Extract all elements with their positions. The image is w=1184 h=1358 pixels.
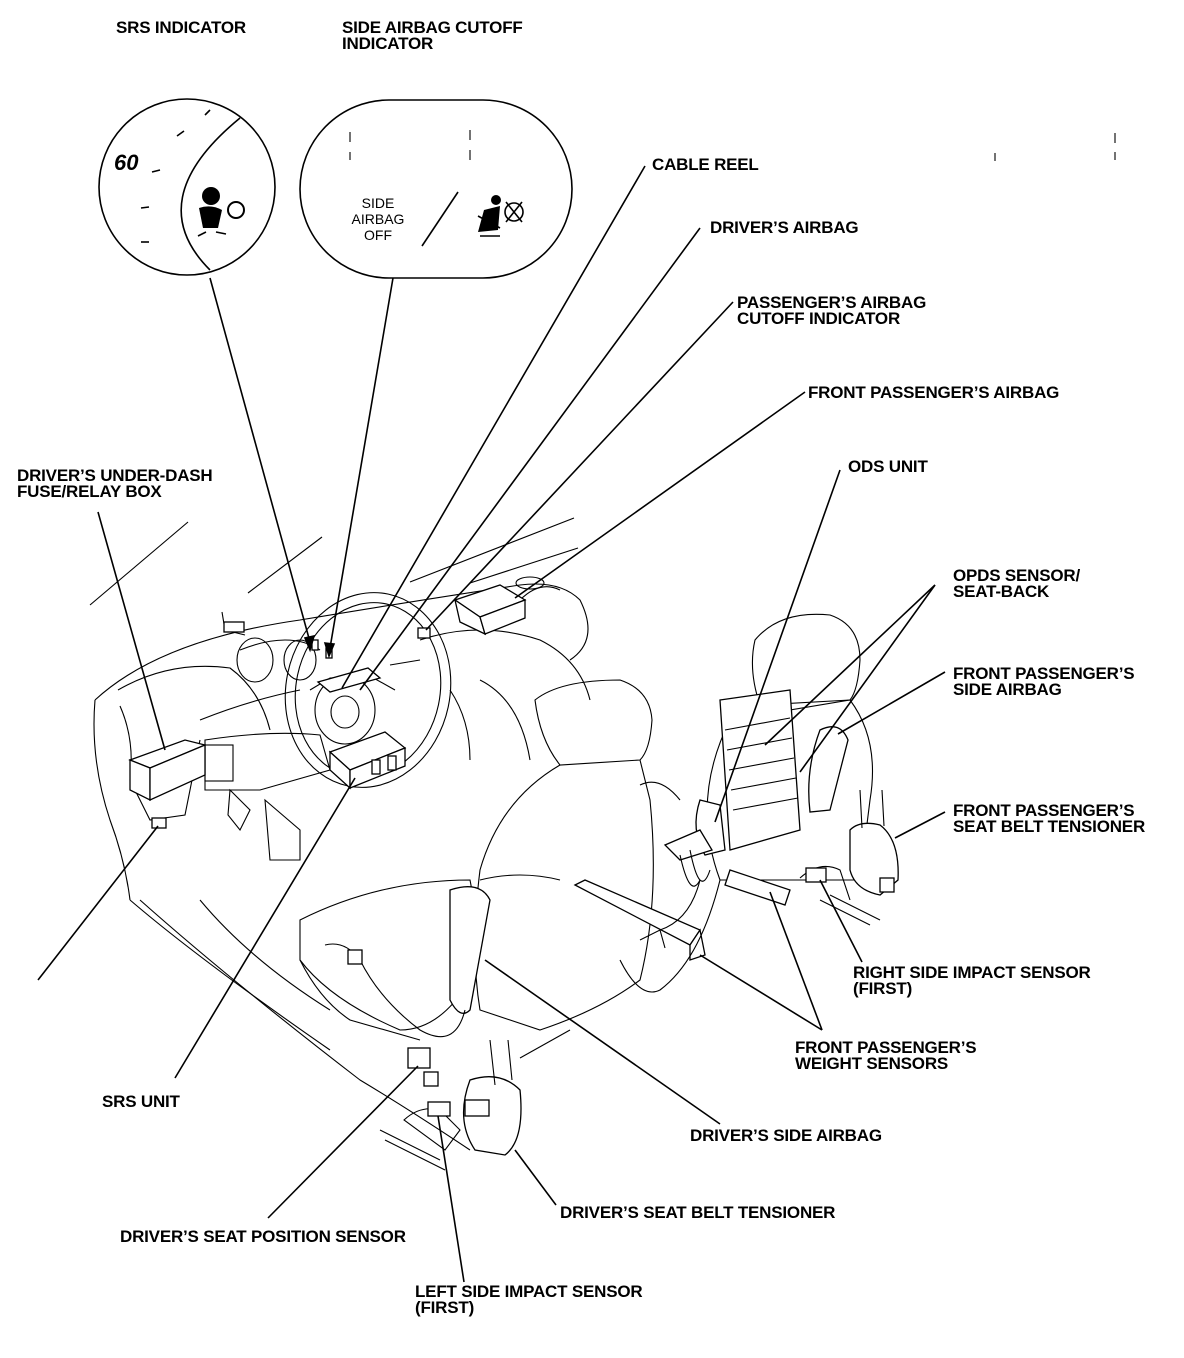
left-side-impact-sensor-label: LEFT SIDE IMPACT SENSOR (FIRST) [415,1282,643,1317]
srs-indicator-label: SRS INDICATOR [116,18,246,37]
right-side-impact-sensor-label: RIGHT SIDE IMPACT SENSOR (FIRST) [853,963,1091,998]
opds-sensor-label: OPDS SENSOR/ SEAT-BACK [953,566,1081,601]
front-passengers-weight-sensors-label: FRONT PASSENGER’S WEIGHT SENSORS [795,1038,977,1073]
drivers-seat-belt-tensioner-label: DRIVER’S SEAT BELT TENSIONER [560,1203,836,1222]
srs-indicator-callout: 60 [98,98,276,276]
passengers-airbag-cutoff-indicator-label: PASSENGER’S AIRBAG CUTOFF INDICATOR [737,293,927,328]
driver-seat-drawing [299,679,654,1156]
front-passengers-airbag-label: FRONT PASSENGER’S AIRBAG [808,383,1060,402]
dashboard-drawing [89,517,591,1171]
cutoff-text-line-2: AIRBAG [352,211,405,227]
steering-wheel-drawing [284,592,452,788]
fuse-relay-box-drawing [128,739,208,829]
drivers-airbag-label: DRIVER’S AIRBAG [710,218,859,237]
srs-unit-drawing [328,731,407,790]
front-passengers-seat-belt-tensioner-label: FRONT PASSENGER’S SEAT BELT TENSIONER [953,801,1146,836]
airbag-warning-icon [197,187,245,237]
side-airbag-cutoff-callout: SIDE AIRBAG OFF [299,99,1116,279]
cutoff-text-line-1: SIDE [362,195,395,211]
ods-unit-label: ODS UNIT [848,457,928,476]
speed-reading: 60 [114,150,139,175]
fuse-relay-box-label: DRIVER’S UNDER-DASH FUSE/RELAY BOX [17,466,213,501]
drivers-seat-position-sensor-label: DRIVER’S SEAT POSITION SENSOR [120,1227,406,1246]
leader-lines [37,165,946,1283]
passenger-seat-drawing [479,613,899,993]
drivers-side-airbag-label: DRIVER’S SIDE AIRBAG [690,1126,882,1145]
cable-reel-label: CABLE REEL [652,155,759,174]
passenger-airbag-drawing [417,584,527,639]
front-passengers-side-airbag-label: FRONT PASSENGER’S SIDE AIRBAG [953,664,1135,699]
srs-unit-label: SRS UNIT [102,1092,180,1111]
side-airbag-off-icon [477,195,524,237]
cutoff-text-line-3: OFF [364,227,392,243]
side-airbag-cutoff-indicator-label: SIDE AIRBAG CUTOFF INDICATOR [342,18,523,53]
